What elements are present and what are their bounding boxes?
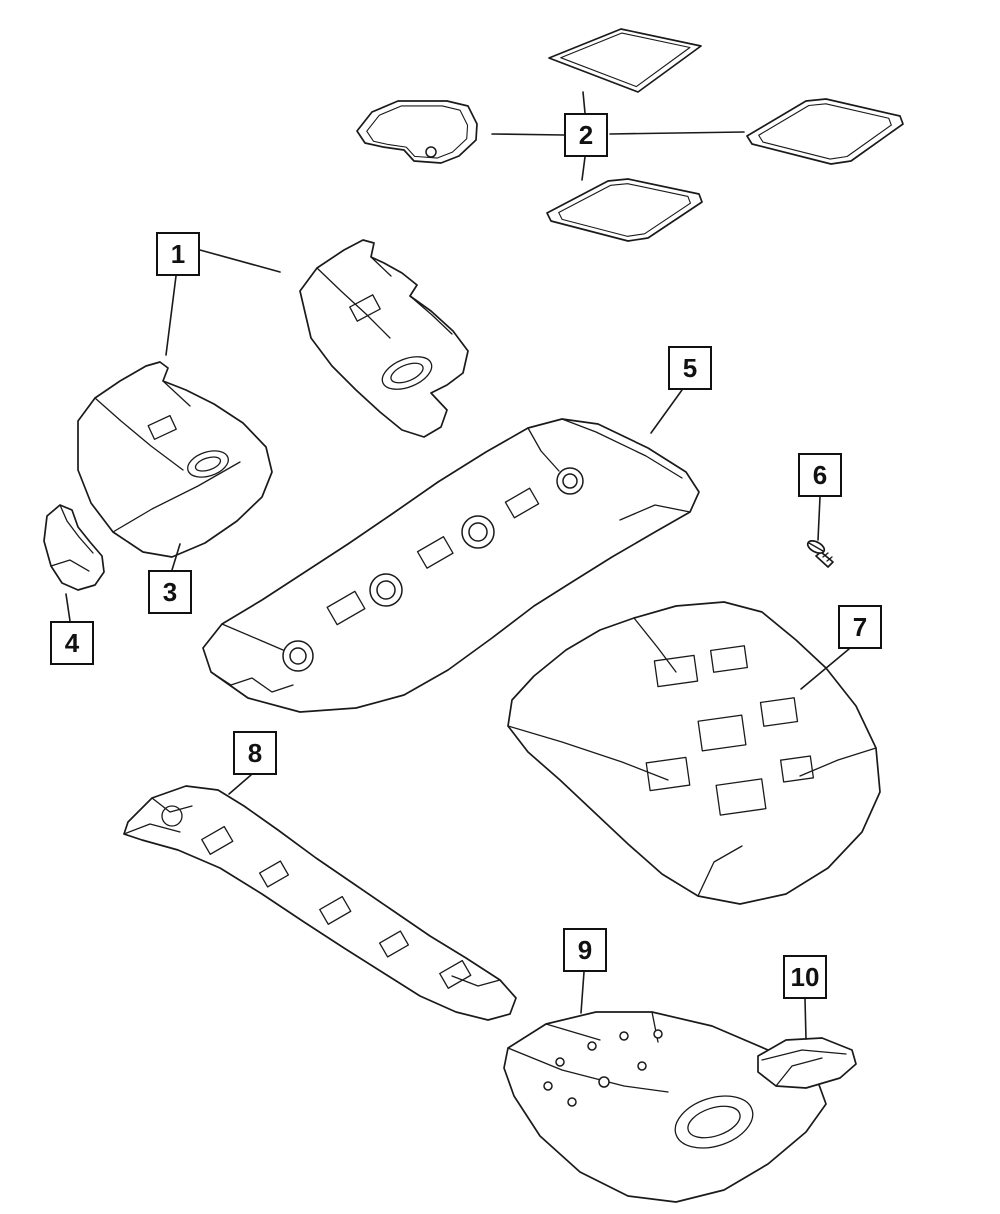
- callout-8[interactable]: 8: [233, 731, 277, 775]
- side-trim-piece-drawing: [43, 504, 105, 591]
- callout-5[interactable]: 5: [668, 346, 712, 390]
- floor-mat-rear-top-drawing: [548, 28, 702, 93]
- screw-fastener-drawing: [806, 540, 834, 568]
- callout-2[interactable]: 2: [564, 113, 608, 157]
- callout-10-label: 10: [790, 961, 820, 992]
- callout-9[interactable]: 9: [563, 928, 607, 972]
- callout-5-label: 5: [682, 352, 698, 383]
- floor-mat-front-right-drawing: [746, 98, 904, 165]
- front-carpet-drawing: [299, 239, 469, 438]
- callout-10[interactable]: 10: [783, 955, 827, 999]
- rear-carpet-drawing: [77, 361, 273, 558]
- floor-mat-rear-bottom-drawing: [546, 178, 703, 242]
- callout-1-label: 1: [170, 238, 186, 269]
- rear-floor-carpet-drawing: [507, 601, 881, 905]
- callout-4[interactable]: 4: [50, 621, 94, 665]
- floor-mat-front-left-drawing: [356, 100, 478, 164]
- callout-2-label: 2: [578, 119, 594, 150]
- callout-1[interactable]: 1: [156, 232, 200, 276]
- callout-8-label: 8: [247, 737, 263, 768]
- callout-7[interactable]: 7: [838, 605, 882, 649]
- load-floor-pan-drawing: [503, 1011, 827, 1203]
- callout-3[interactable]: 3: [148, 570, 192, 614]
- floor-silencer-pad-drawing: [123, 785, 517, 1021]
- callout-9-label: 9: [577, 934, 593, 965]
- callout-6-label: 6: [812, 459, 828, 490]
- callout-4-label: 4: [64, 627, 80, 658]
- callout-3-label: 3: [162, 576, 178, 607]
- callout-6[interactable]: 6: [798, 453, 842, 497]
- callout-7-label: 7: [852, 611, 868, 642]
- filler-piece-drawing: [757, 1037, 857, 1089]
- main-floor-carpet-drawing: [202, 418, 700, 713]
- leader-lines: [65, 91, 850, 1040]
